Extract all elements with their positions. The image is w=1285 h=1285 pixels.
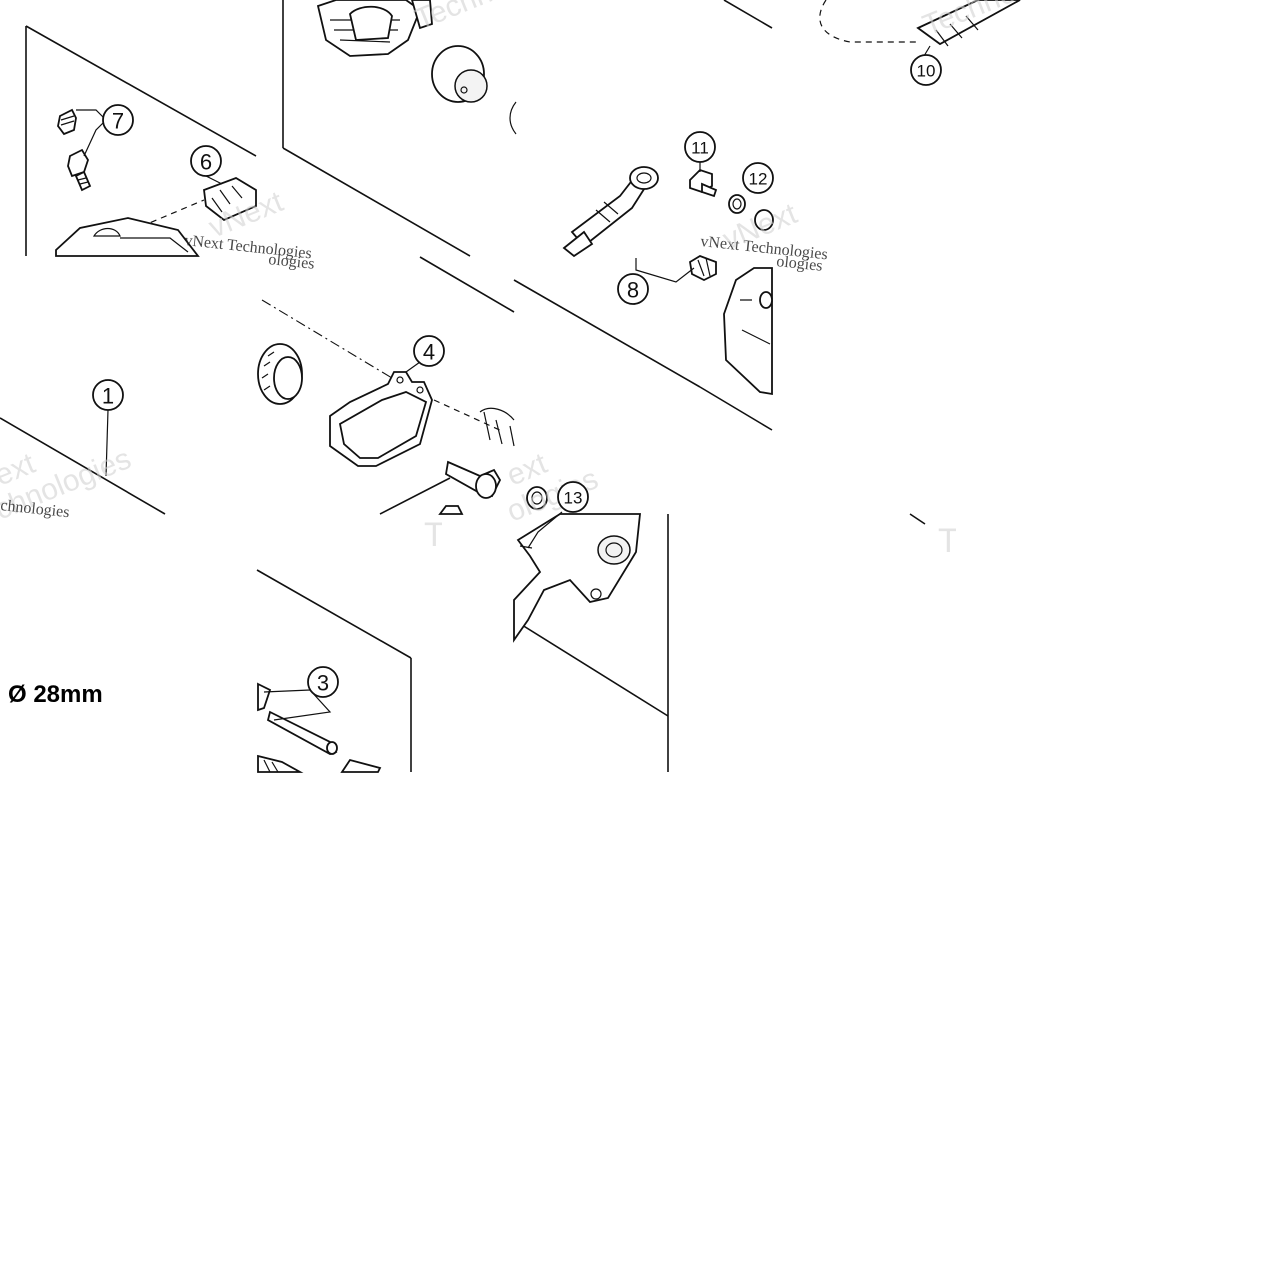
spring-clip-middle (479, 407, 515, 447)
callout-number: 11 (691, 139, 709, 158)
watermark-text: ologies (776, 253, 824, 275)
callout-number: 10 (917, 62, 936, 81)
banjo-hose (562, 166, 659, 258)
watermark-text: ologies (268, 251, 316, 273)
brake-hose-upper (819, 0, 1021, 47)
callout-11: 11 (684, 131, 716, 163)
callout-10: 10 (910, 54, 942, 86)
pad-spring-clip (203, 177, 257, 222)
bleed-screw-upper (57, 108, 77, 136)
bleed-screw-lower (67, 148, 92, 192)
caliper-rear-section (723, 267, 773, 396)
callout-number: 7 (112, 109, 124, 134)
callout-number: 1 (102, 384, 114, 409)
brake-piston (431, 45, 517, 135)
tile-frame-lines (0, 0, 926, 772)
banjo-bolt (689, 168, 718, 198)
callout-12: 12 (742, 162, 774, 194)
brake-pad (329, 371, 433, 467)
callout-number: 8 (627, 278, 639, 303)
caliper-body (55, 217, 200, 257)
piston-seal (257, 343, 303, 405)
pad-guide-line (433, 399, 505, 433)
callout-number: 13 (564, 489, 583, 508)
washer-13 (526, 486, 548, 510)
callout-1: 1 (92, 379, 124, 411)
caliper-housing (316, 0, 433, 57)
callout-3: 3 (307, 666, 339, 698)
callout-number: 4 (423, 340, 435, 365)
slide-pin (266, 710, 338, 755)
watermark-text: Technologies (424, 516, 622, 554)
callout-8: 8 (617, 273, 649, 305)
callout-6: 6 (190, 145, 222, 177)
callout-number: 6 (200, 150, 212, 175)
piston-diameter-label: Ø 28mm (8, 681, 103, 708)
caliper-carrier-bracket (513, 513, 641, 643)
seal-guide-line (261, 299, 393, 379)
callout-4: 4 (413, 335, 445, 367)
callout-number: 12 (749, 170, 768, 189)
copper-washer (728, 194, 746, 214)
fragment-top (438, 505, 464, 515)
callout-number: 3 (317, 671, 329, 696)
lower-fragment (257, 682, 382, 773)
watermark-text: Technologies (938, 522, 1136, 560)
bleed-nipple (689, 255, 717, 282)
callout-13: 13 (557, 481, 589, 513)
washer-right (754, 209, 774, 231)
watermarks: Techno Techno vNext vNext Technologies v… (0, 0, 1136, 560)
clip-guide-line (89, 199, 205, 249)
callout-7: 7 (102, 104, 134, 136)
watermark-text: Techno (410, 0, 512, 36)
watermark-text: Techno (918, 0, 1020, 42)
pad-pin (445, 460, 502, 499)
